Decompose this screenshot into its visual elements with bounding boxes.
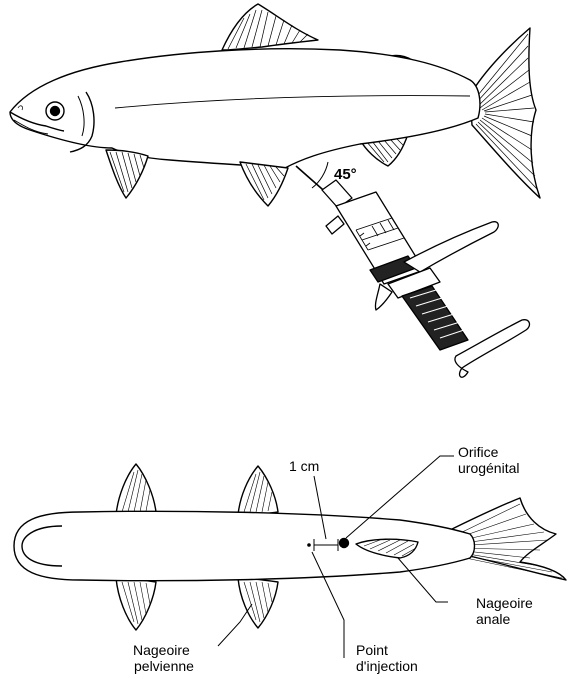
anal-fin-label-line2: anale bbox=[476, 611, 510, 627]
angle-label: 45° bbox=[334, 167, 357, 183]
fish-body bbox=[10, 49, 480, 168]
pectoral-fin bbox=[106, 150, 148, 198]
injection-point bbox=[307, 543, 311, 547]
angle-arc bbox=[312, 162, 328, 188]
plunger-handle bbox=[455, 320, 530, 378]
urogenital-orifice bbox=[340, 539, 349, 548]
dorsal-fin bbox=[222, 4, 318, 50]
injection-label-line1: Point bbox=[356, 642, 388, 658]
fish-side-view bbox=[10, 4, 540, 206]
pelvic-fin-label-line1: Nageoire bbox=[133, 642, 190, 658]
ventral-pectoral-fin-top bbox=[116, 464, 156, 515]
finger-grip-hook bbox=[375, 284, 392, 310]
pelvic-fin-label-line2: pelvienne bbox=[134, 658, 194, 674]
orifice-label-line2: urogénital bbox=[458, 460, 520, 476]
distance-label: 1 cm bbox=[289, 458, 319, 474]
orifice-label-line1: Orifice bbox=[458, 444, 498, 460]
syringe bbox=[296, 166, 529, 377]
ventral-pelvic-fin-bottom bbox=[238, 578, 278, 628]
finger-grip bbox=[404, 222, 498, 272]
caudal-fin bbox=[470, 28, 540, 198]
ventral-pelvic-fin-top bbox=[238, 466, 278, 515]
injection-label-line2: d'injection bbox=[356, 658, 418, 674]
anal-fin-label-line1: Nageoire bbox=[476, 595, 533, 611]
